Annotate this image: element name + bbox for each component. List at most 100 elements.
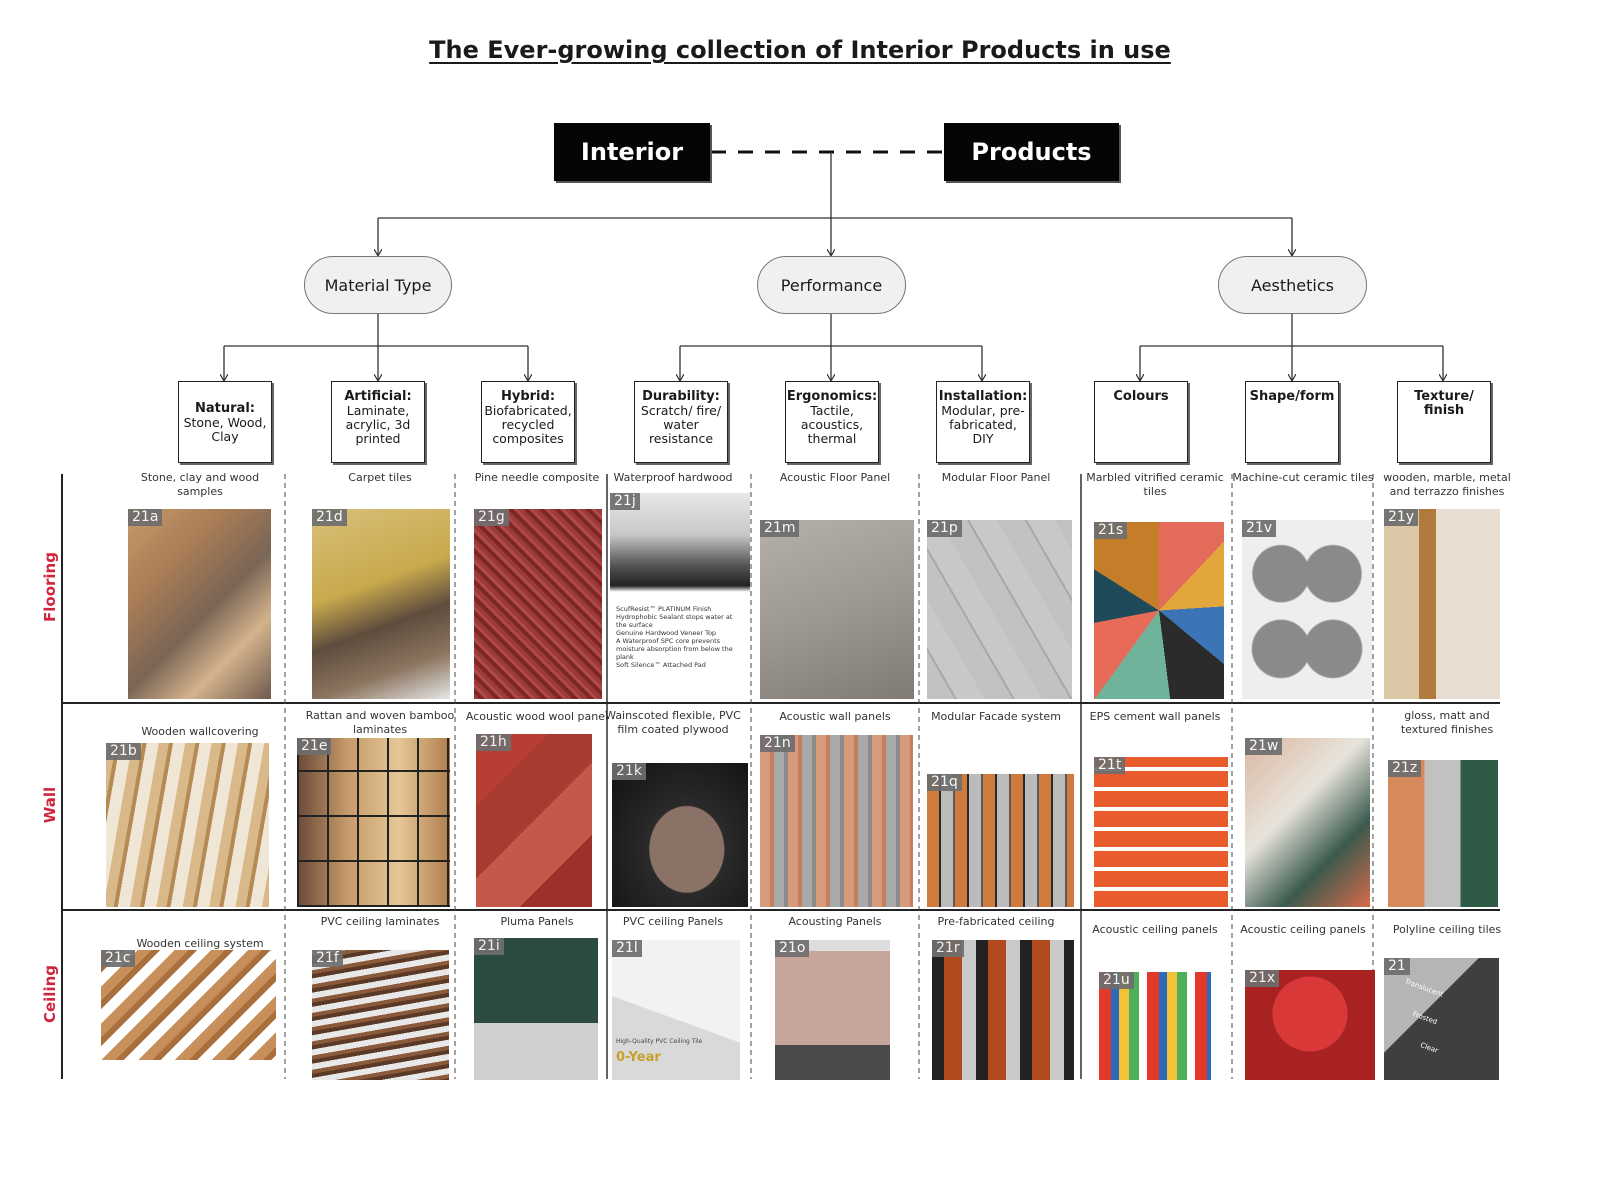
product-photo: 21y — [1384, 509, 1500, 699]
figure-code-badge: 21m — [760, 520, 800, 537]
cell-caption: PVC ceiling Panels — [622, 915, 724, 928]
subcategory-box: Artificial:Laminate, acrylic, 3d printed — [331, 381, 425, 463]
figure-code-badge: 21g — [474, 509, 509, 526]
cell-caption: Wainscoted flexible, PVC film coated ply… — [605, 709, 741, 736]
subcategory-heading: Shape/form — [1249, 389, 1335, 404]
subcategory-description: Stone, Wood, Clay — [183, 415, 267, 444]
figure-code-badge: 21 — [1384, 958, 1410, 975]
subcategory-heading: Ergonomics: — [786, 389, 878, 404]
subcategory-description: Scratch/ fire/ water resistance — [640, 403, 722, 446]
subcategory-box: Natural:Stone, Wood, Clay — [178, 381, 272, 463]
cell-caption: Waterproof hardwood — [613, 471, 733, 484]
figure-code-badge: 21w — [1245, 738, 1283, 755]
subcategory-box: Shape/form — [1245, 381, 1339, 463]
figure-code-badge: 21r — [932, 940, 964, 957]
figure-code-badge: 21y — [1384, 509, 1419, 526]
subcategory-heading: Durability: — [642, 389, 720, 404]
feature-bullet: Genuine Hardwood Veneer Top — [616, 629, 717, 637]
subcategory-description: Laminate, acrylic, 3d printed — [345, 403, 411, 446]
row-label-ceiling: Ceiling — [41, 964, 59, 1024]
cell-caption: Pluma Panels — [500, 915, 574, 928]
figure-code-badge: 21c — [101, 950, 135, 967]
figure-code-badge: 21l — [612, 940, 642, 957]
figure-code-badge: 21p — [927, 520, 962, 537]
figure-code-badge: 21x — [1245, 970, 1280, 987]
subcategory-box: Installation:Modular, pre-fabricated, DI… — [936, 381, 1030, 463]
cell-caption: Polyline ceiling tiles — [1392, 923, 1502, 936]
product-photo: 21s — [1094, 522, 1224, 699]
cell-caption: Carpet tiles — [348, 471, 412, 484]
feature-bullet: Soft Silence™ Attached Pad — [616, 661, 706, 669]
product-photo: 21w — [1245, 738, 1370, 907]
figure-code-badge: 21z — [1388, 760, 1422, 777]
product-photo: 21u — [1099, 972, 1211, 1080]
cell-caption: Modular Floor Panel — [941, 471, 1051, 484]
subcategory-box: Colours — [1094, 381, 1188, 463]
subcategory-box: Hybrid:Biofabricated, recycled composite… — [481, 381, 575, 463]
subcategory-heading: Texture/ finish — [1414, 389, 1474, 418]
row-label-flooring: Flooring — [41, 552, 59, 622]
product-photo: 21z — [1388, 760, 1498, 907]
product-photo: 21a — [128, 509, 271, 699]
cell-caption: Rattan and woven bamboo laminates — [305, 709, 455, 736]
figure-code-badge: 21i — [474, 938, 504, 955]
cell-caption: Pre-fabricated ceiling — [937, 915, 1055, 928]
figure-code-badge: 21f — [312, 950, 343, 967]
cell-caption: gloss, matt and textured finishes — [1400, 709, 1494, 736]
page-title: The Ever-growing collection of Interior … — [429, 36, 1171, 64]
figure-code-badge: 21h — [476, 734, 511, 751]
product-photo: 21n — [760, 735, 913, 907]
feature-bullet: ScufResist™ PLATINUM Finish — [616, 605, 712, 613]
figure-code-badge: 21q — [927, 774, 962, 791]
subcategory-heading: Colours — [1113, 389, 1169, 404]
product-photo: 21f — [312, 950, 449, 1080]
root-products-box: Products — [944, 123, 1119, 181]
cell-caption: Acousting Panels — [788, 915, 882, 928]
figure-code-badge: 21d — [312, 509, 347, 526]
category-aesthetics: Aesthetics — [1218, 256, 1367, 314]
product-photo: 21r — [932, 940, 1074, 1080]
figure-code-badge: 21t — [1094, 757, 1126, 774]
root-interior-box: Interior — [554, 123, 710, 181]
cell-caption: Wooden ceiling system — [136, 937, 264, 950]
figure-code-badge: 21v — [1242, 520, 1277, 537]
cell-caption: Stone, clay and wood samples — [140, 471, 260, 498]
product-photo: 21d — [312, 509, 450, 699]
polyline-finish-label: Clear — [1419, 1041, 1440, 1055]
feature-bullet: A Waterproof SPC core prevents moisture … — [616, 637, 733, 661]
product-photo: 21h — [476, 734, 592, 907]
cell-caption: Acoustic wood wool panel — [465, 710, 609, 723]
subcategory-heading: Installation: — [938, 389, 1028, 404]
product-photo: 21o — [775, 940, 890, 1080]
subcategory-heading: Hybrid: — [500, 389, 556, 404]
polyline-finish-label: Frosted — [1411, 1009, 1439, 1027]
product-photo: 21k — [612, 763, 748, 907]
row-label-wall: Wall — [41, 786, 59, 824]
subcategory-heading: Artificial: — [344, 389, 412, 404]
polyline-finish-label: Translucent — [1403, 977, 1445, 999]
figure-code-badge: 21j — [610, 493, 640, 510]
product-photo: 21g — [474, 509, 602, 699]
cell-caption: Pine needle composite — [474, 471, 600, 484]
product-photo: 21m — [760, 520, 914, 699]
cell-caption: Acoustic ceiling panels — [1240, 923, 1366, 936]
pvc-year-text: 0-Year — [616, 1050, 661, 1065]
cell-caption: Marbled vitrified ceramic tiles — [1086, 471, 1224, 498]
product-photo: 21q — [927, 774, 1074, 907]
product-photo: 21t — [1094, 757, 1228, 907]
product-photo: 21b — [106, 743, 269, 907]
cell-caption: Wooden wallcovering — [141, 725, 259, 738]
figure-code-badge: 21b — [106, 743, 141, 760]
product-photo: 21e — [297, 738, 450, 907]
cell-caption: Modular Facade system — [931, 710, 1061, 723]
figure-code-badge: 21a — [128, 509, 163, 526]
figure-code-badge: 21e — [297, 738, 332, 755]
cell-caption: EPS cement wall panels — [1089, 710, 1221, 723]
subcategory-box: Durability:Scratch/ fire/ water resistan… — [634, 381, 728, 463]
figure-code-badge: 21k — [612, 763, 646, 780]
subcategory-description: Modular, pre-fabricated, DIY — [941, 403, 1025, 446]
